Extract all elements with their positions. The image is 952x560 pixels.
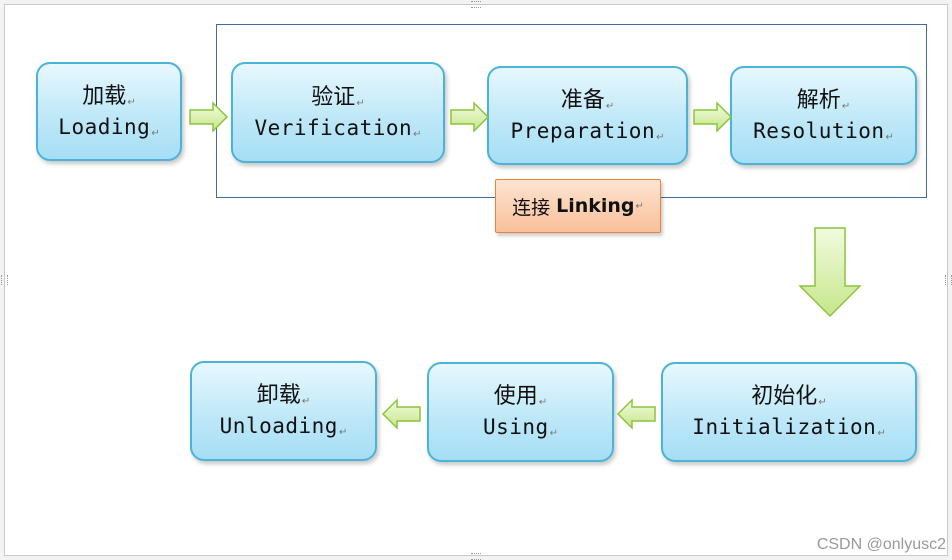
- watermark: CSDN @onlyusc2: [816, 536, 946, 553]
- stage-initialization-cn: 初始化: [751, 384, 818, 409]
- stage-using-en: Using: [482, 415, 549, 439]
- paragraph-mark: ↵: [301, 396, 311, 407]
- paragraph-mark: ↵: [818, 397, 827, 408]
- stage-preparation: 准备↵ Preparation↵: [487, 66, 688, 165]
- stage-resolution-cn: 解析: [796, 87, 841, 113]
- paragraph-mark: ↵: [413, 128, 422, 140]
- linking-label-en: Linking: [556, 195, 635, 217]
- paragraph-mark: ↵: [338, 427, 348, 438]
- stage-initialization-en: Initialization: [692, 415, 877, 439]
- paragraph-mark: ↵: [605, 100, 615, 112]
- stage-initialization: 初始化↵ Initialization↵: [661, 362, 917, 462]
- stage-resolution: 解析↵ Resolution↵: [730, 66, 917, 165]
- paragraph-mark: ↵: [127, 96, 136, 108]
- arrow-left-icon: [381, 398, 421, 430]
- linking-label: 连接 Linking ↵: [495, 179, 661, 233]
- paragraph-mark: ↵: [656, 131, 665, 143]
- arrow-right-icon: [693, 101, 733, 133]
- paragraph-mark: ↵: [635, 200, 644, 212]
- stage-preparation-en: Preparation: [510, 118, 656, 143]
- paragraph-mark: ↵: [885, 131, 894, 143]
- arrow-left-icon: [616, 398, 656, 430]
- arrow-right-icon: [189, 101, 229, 133]
- stage-verification-en: Verification: [254, 115, 413, 140]
- paragraph-mark: ↵: [841, 100, 851, 112]
- arrow-down-icon: [798, 227, 862, 318]
- paragraph-mark: ↵: [356, 97, 365, 109]
- stage-using-cn: 使用: [493, 384, 538, 409]
- paragraph-mark: ↵: [151, 127, 160, 139]
- paragraph-mark: ↵: [538, 397, 548, 408]
- paragraph-mark: ↵: [877, 428, 886, 439]
- resize-handle-left[interactable]: [1, 275, 8, 285]
- stage-preparation-cn: 准备: [560, 87, 605, 113]
- linking-label-cn: 连接: [512, 196, 551, 219]
- stage-unloading-cn: 卸载: [256, 383, 301, 408]
- stage-loading-en: Loading: [58, 114, 151, 139]
- resize-handle-top[interactable]: [471, 1, 481, 8]
- paragraph-mark: ↵: [549, 428, 559, 439]
- stage-resolution-en: Resolution: [753, 118, 885, 143]
- stage-unloading: 卸载↵ Unloading↵: [190, 361, 377, 461]
- stage-using: 使用↵ Using↵: [427, 362, 614, 462]
- arrow-right-icon: [450, 101, 490, 133]
- stage-unloading-en: Unloading: [219, 414, 338, 438]
- stage-loading: 加载↵ Loading↵: [36, 62, 182, 161]
- stage-loading-cn: 加载: [82, 83, 127, 109]
- stage-verification: 验证↵ Verification↵: [231, 62, 445, 163]
- stage-verification-cn: 验证: [311, 84, 356, 110]
